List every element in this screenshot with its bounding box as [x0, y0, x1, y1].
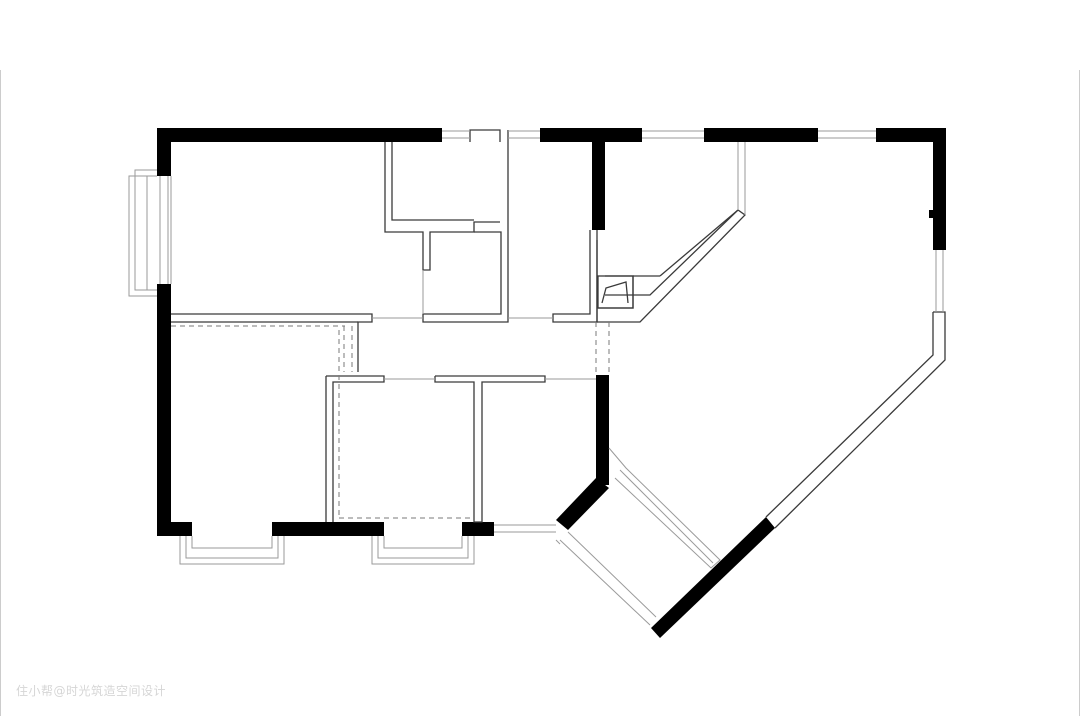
dashed-guidelines: [171, 322, 610, 519]
wall-fixture-mark: [929, 210, 933, 218]
partition-walls: [171, 129, 946, 529]
load-bearing-walls: [157, 128, 946, 638]
windows: [128, 130, 944, 626]
watermark-text: 住小帮@时光筑造空间设计: [16, 684, 167, 698]
opening-lines: [372, 270, 596, 380]
